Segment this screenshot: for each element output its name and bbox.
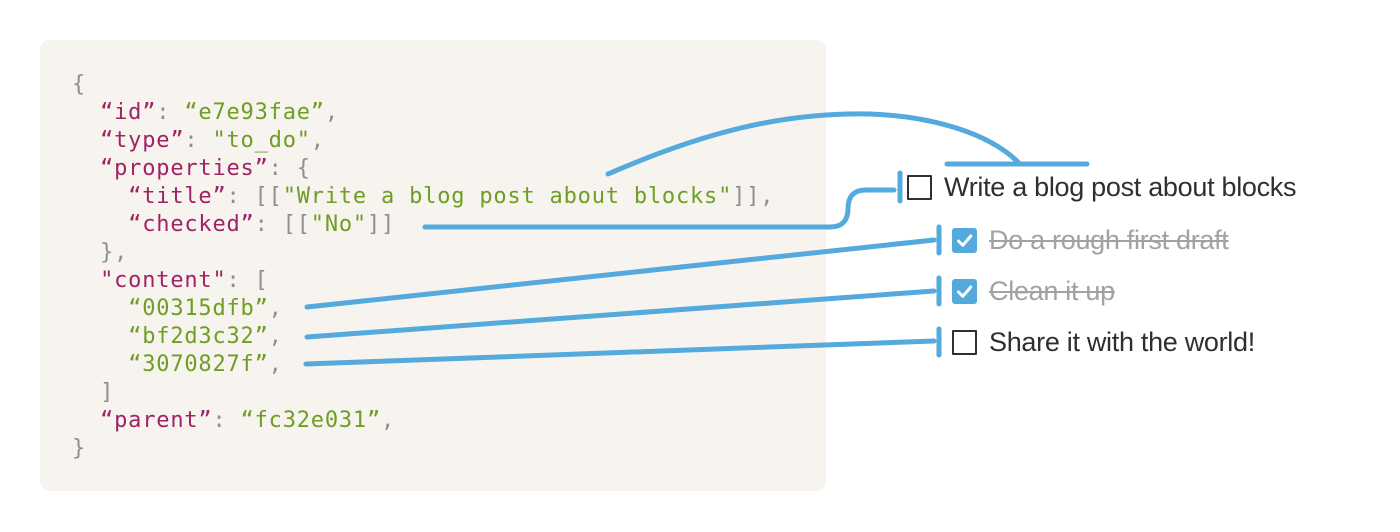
code-line: ] — [72, 380, 115, 405]
todo-checkbox[interactable] — [952, 227, 977, 253]
todo-item: Clean it up — [952, 276, 1115, 306]
code-line: “checked”: [["No"]] — [128, 212, 396, 237]
todo-checkbox[interactable] — [952, 278, 977, 304]
code-line: { — [72, 72, 87, 97]
todo-item-label: Share it with the world! — [989, 326, 1255, 357]
code-line: “id”: “e7e93fae”, — [100, 100, 339, 125]
json-code-block: { “id”: “e7e93fae”, “type”: "to_do", “pr… — [40, 40, 826, 491]
todo-item: Share it with the world! — [952, 327, 1255, 357]
todo-item-label: Write a blog post about blocks — [944, 171, 1297, 202]
todo-item: Do a rough first draft — [952, 225, 1229, 255]
code-content: { “id”: “e7e93fae”, “type”: "to_do", “pr… — [40, 40, 826, 463]
code-line: "content": [ — [100, 268, 269, 293]
code-line: } — [72, 436, 87, 461]
code-line: “parent”: “fc32e031”, — [100, 408, 396, 433]
code-line: “properties”: { — [100, 156, 311, 181]
todo-checkbox[interactable] — [907, 174, 932, 200]
todo-item-label: Clean it up — [989, 275, 1115, 306]
code-line: “bf2d3c32”, — [128, 324, 283, 349]
checkmark-icon — [957, 234, 973, 247]
todo-checkbox[interactable] — [952, 329, 977, 355]
checkmark-icon — [957, 285, 973, 298]
todo-item: Write a blog post about blocks — [907, 171, 1297, 202]
code-line: }, — [72, 240, 129, 265]
code-line: “type”: "to_do", — [100, 128, 325, 153]
todo-item-label: Do a rough first draft — [989, 224, 1229, 255]
code-line: “title”: [["Write a blog post about bloc… — [128, 184, 775, 209]
code-line: “00315dfb”, — [128, 296, 283, 321]
code-line: “3070827f”, — [128, 352, 283, 377]
